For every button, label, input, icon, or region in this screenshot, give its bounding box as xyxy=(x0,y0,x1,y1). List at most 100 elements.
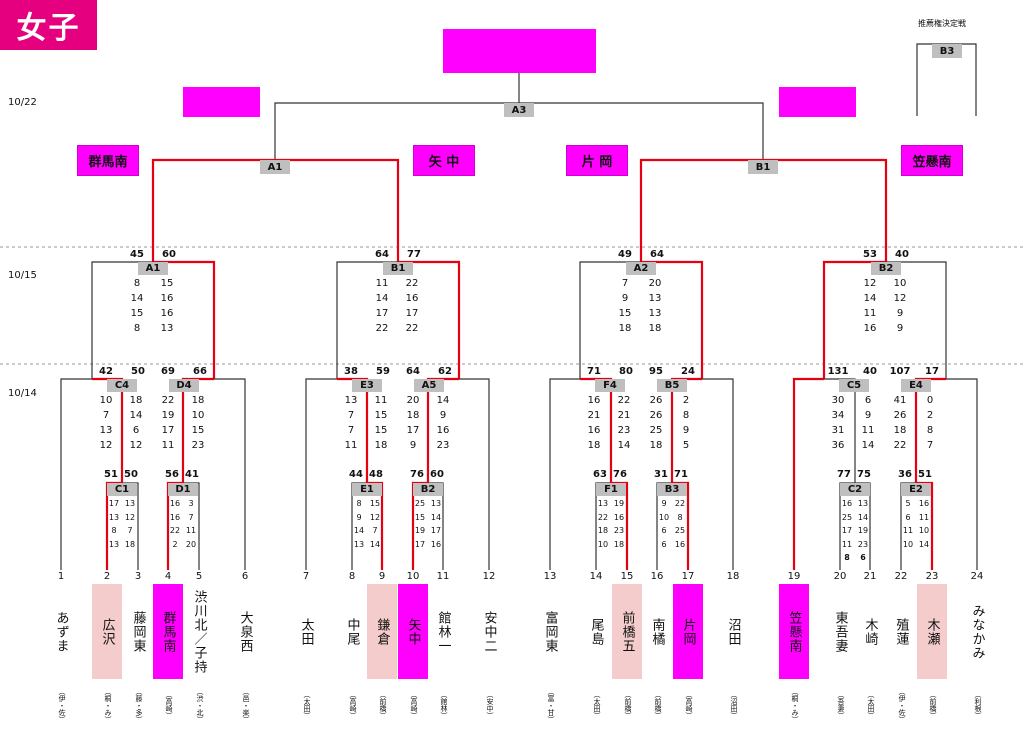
set-right-B2: 12 xyxy=(893,293,907,304)
qualifier-4: 笠懸南 xyxy=(901,145,963,176)
score-left-E3: 38 xyxy=(344,366,358,377)
badge-a1: A1 xyxy=(260,160,290,174)
score-left-E1: 44 xyxy=(349,469,363,480)
set-left-A2: 7 xyxy=(621,278,629,289)
team-number: 9 xyxy=(378,571,386,582)
set-left-E2: 6 xyxy=(905,512,911,522)
set-left-A5: 20 xyxy=(406,395,420,406)
score-right-E3: 59 xyxy=(376,366,390,377)
set-right-C1: 18 xyxy=(124,539,136,549)
set-left-E3: 13 xyxy=(344,395,358,406)
badge-C4: C4 xyxy=(107,379,137,392)
score-right-B2s: 60 xyxy=(430,469,444,480)
set-right-C1: 7 xyxy=(127,526,133,535)
team-number: 3 xyxy=(134,571,142,582)
set-left-B2s: 17 xyxy=(414,539,426,549)
set-left-B3: 9 xyxy=(661,499,667,508)
badge-A5: A5 xyxy=(414,379,444,392)
set-left-C2: 25 xyxy=(841,512,853,522)
set-right-F4: 21 xyxy=(617,410,631,421)
badge-B1b: B1 xyxy=(383,262,413,275)
qualifier-1: 群馬南 xyxy=(77,145,139,176)
set-left-F1: 18 xyxy=(597,526,609,535)
team-area: （館林） xyxy=(440,691,448,719)
set-right-A1b: 16 xyxy=(160,308,174,319)
set-left-E3: 11 xyxy=(344,440,358,451)
set-right-C2: 14 xyxy=(857,512,869,522)
set-right-B5: 2 xyxy=(682,395,690,406)
set-left-E1: 9 xyxy=(356,512,362,522)
badge-D1: D1 xyxy=(168,483,198,496)
set-left-B1b: 11 xyxy=(375,278,389,289)
set-left-B2s: 19 xyxy=(414,526,426,535)
set-left-B3: 6 xyxy=(661,539,667,549)
badge-E2: E2 xyxy=(901,483,931,496)
set-left-A2: 15 xyxy=(618,308,632,319)
set-left-E1: 8 xyxy=(356,499,362,508)
date-final: 10/22 xyxy=(8,97,37,108)
badge-side-b3: B3 xyxy=(932,44,962,58)
set-right-F4: 22 xyxy=(617,395,631,406)
score-right-D1: 41 xyxy=(185,469,199,480)
team-number: 16 xyxy=(650,571,664,582)
team-name: 片岡 xyxy=(673,584,703,679)
score-left-A2: 49 xyxy=(618,249,632,260)
set-right-C1: 12 xyxy=(124,512,136,522)
set-right-A1b: 15 xyxy=(160,278,174,289)
team-number: 15 xyxy=(620,571,634,582)
team-name: 館林一 xyxy=(435,610,451,653)
set-right-E4: 7 xyxy=(926,440,934,451)
team-area: （太田） xyxy=(303,691,311,719)
set-right-E3: 18 xyxy=(374,440,388,451)
set-left-B2: 16 xyxy=(863,323,877,334)
set-left-A1b: 15 xyxy=(130,308,144,319)
team-area: （高崎） xyxy=(410,691,418,719)
set-left-B5: 18 xyxy=(649,440,663,451)
set-right-C2: 13 xyxy=(857,499,869,508)
score-left-A5: 64 xyxy=(406,366,420,377)
set-right-C1: 13 xyxy=(124,499,136,508)
set-right-B1b: 22 xyxy=(405,323,419,334)
team-name: 群馬南 xyxy=(153,584,183,679)
score-left-C4: 42 xyxy=(99,366,113,377)
set-right-D4: 23 xyxy=(191,440,205,451)
team-area: （吾妻） xyxy=(837,691,845,719)
badge-B3: B3 xyxy=(657,483,687,496)
set-right-B2s: 14 xyxy=(430,512,442,522)
set-right-B3: 16 xyxy=(674,539,686,549)
runner-up-box-left xyxy=(183,87,260,117)
badge-B2s: B2 xyxy=(413,483,443,496)
set-left-D4: 19 xyxy=(161,410,175,421)
set-right-D4: 18 xyxy=(191,395,205,406)
score-right-F4: 80 xyxy=(619,366,633,377)
score-right-F1: 76 xyxy=(613,469,627,480)
team-area: （桐・み） xyxy=(104,687,112,723)
set-right-E2: 10 xyxy=(918,526,930,535)
score-right-E1: 48 xyxy=(369,469,383,480)
set-right-E4: 8 xyxy=(926,425,934,436)
set-left-B1b: 22 xyxy=(375,323,389,334)
score-left-F4: 71 xyxy=(587,366,601,377)
set-left-E3: 7 xyxy=(347,410,355,421)
badge-b1: B1 xyxy=(748,160,778,174)
badge-E3: E3 xyxy=(352,379,382,392)
set-right-B5: 8 xyxy=(682,410,690,421)
set-left-B5: 26 xyxy=(649,410,663,421)
team-name: 広沢 xyxy=(92,584,122,679)
set-left-B2s: 15 xyxy=(414,512,426,522)
team-name: 安中二 xyxy=(481,610,497,653)
set-left-B2: 11 xyxy=(863,308,877,319)
score-right-E4: 17 xyxy=(925,366,939,377)
set-left-C5: 36 xyxy=(831,440,845,451)
team-number: 24 xyxy=(970,571,984,582)
score-left-C2: 77 xyxy=(837,469,851,480)
set-left-D1: 16 xyxy=(169,512,181,522)
badge-B5: B5 xyxy=(657,379,687,392)
set-right-A2: 20 xyxy=(648,278,662,289)
set-right-A1b: 13 xyxy=(160,323,174,334)
set-left-B5: 25 xyxy=(649,425,663,436)
qualifier-2: 矢 中 xyxy=(413,145,475,176)
set-left-C2: 8 xyxy=(844,553,850,562)
set-left-B1b: 14 xyxy=(375,293,389,304)
set-right-B2: 10 xyxy=(893,278,907,289)
